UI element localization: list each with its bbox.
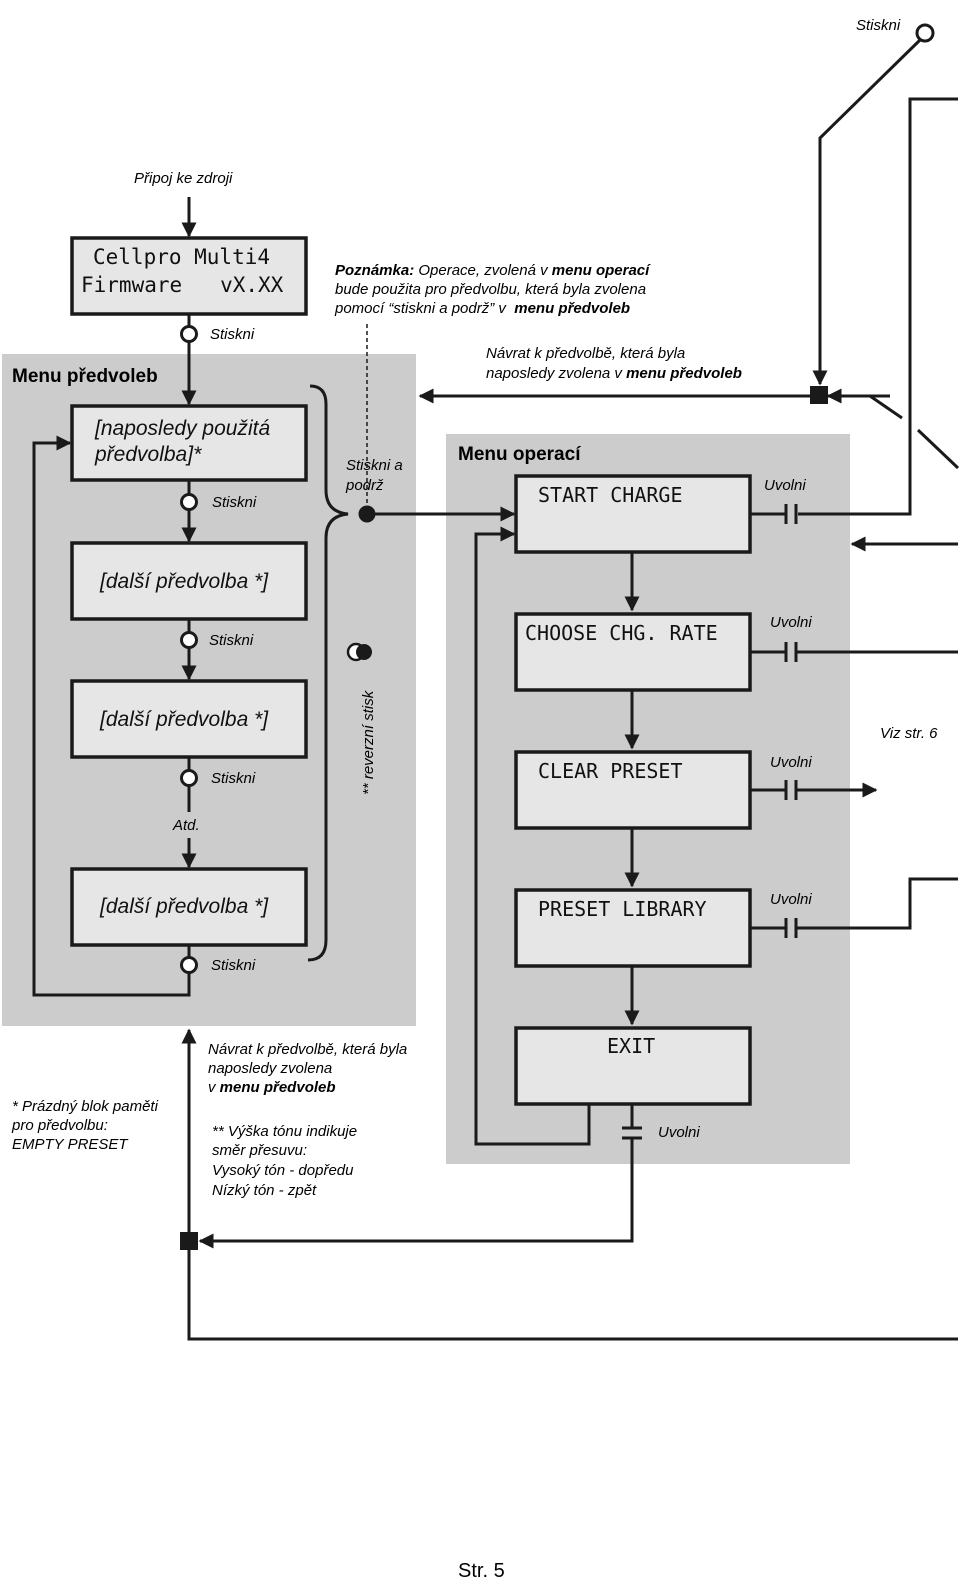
return-bottom-text: Návrat k předvolbě, která byla [208, 1041, 407, 1058]
reverse-press-label: ** reverzní stisk [360, 689, 377, 795]
junction-square [180, 1232, 198, 1250]
last-used-preset-box: [naposledy použitá předvolba]* [70, 404, 308, 482]
release-label: Uvolni [770, 754, 812, 771]
press-button-icon [180, 631, 198, 649]
footnote-tone: směr přesuvu: [212, 1142, 307, 1159]
op-start-charge-text: START CHARGE [538, 483, 683, 507]
press-label: Stiskni [212, 494, 257, 511]
press-button-icon [180, 493, 198, 511]
next-preset-box: [další předvolba *] [70, 867, 308, 947]
next-preset-text: [další předvolba *] [99, 570, 269, 593]
next-preset-box: [další předvolba *] [70, 679, 308, 759]
press-button-icon [180, 325, 198, 343]
release-label: Uvolni [658, 1124, 700, 1141]
press-label: Stiskni [209, 632, 254, 649]
startup-lcd-line2: Firmware vX.XX [81, 273, 284, 297]
press-hold-label: Stiskni a [346, 457, 403, 474]
next-preset-text: [další předvolba *] [99, 895, 269, 918]
note-text: pomocí “stiskni a podrž” v menu předvole… [334, 300, 630, 317]
op-start-charge: START CHARGE [514, 474, 752, 554]
op-choose-chg-rate: CHOOSE CHG. RATE [514, 612, 752, 692]
press-label: Stiskni [210, 326, 255, 343]
press-hold-label: podrž [345, 477, 384, 494]
press-label: Stiskni [211, 770, 256, 787]
press-hold-icon [358, 505, 376, 523]
ops-menu-title: Menu operací [458, 444, 581, 465]
release-label: Uvolni [770, 614, 812, 631]
startup-lcd: Cellpro Multi4 Firmware vX.XX [70, 236, 308, 316]
release-label: Uvolni [764, 477, 806, 494]
op-exit: EXIT [514, 1026, 752, 1106]
see-page-label: Viz str. 6 [880, 725, 938, 742]
op-exit-text: EXIT [607, 1034, 655, 1058]
preset-menu-title: Menu předvoleb [12, 366, 158, 387]
press-label: Stiskni [211, 957, 256, 974]
press-button-icon [915, 23, 935, 43]
op-clear-preset: CLEAR PRESET [514, 750, 752, 830]
power-label: Připoj ke zdroji [134, 170, 233, 187]
return-bottom-text: naposledy zvolena [208, 1060, 332, 1077]
op-preset-library: PRESET LIBRARY [514, 888, 752, 968]
footnote-empty: * Prázdný blok paměti [12, 1098, 159, 1115]
footnote-tone: Vysoký tón - dopředu [212, 1162, 354, 1179]
release-label: Uvolni [770, 891, 812, 908]
last-used-line1: [naposledy použitá [94, 417, 270, 440]
note-text: Poznámka: Operace, zvolená v menu operac… [335, 262, 651, 279]
etc-label: Atd. [172, 817, 200, 834]
op-preset-library-text: PRESET LIBRARY [538, 897, 707, 921]
page-number: Str. 5 [458, 1560, 505, 1582]
footnote-tone: Nízký tón - zpět [212, 1182, 317, 1199]
junction-square [810, 386, 828, 404]
next-preset-box: [další předvolba *] [70, 541, 308, 621]
return-bottom-text: v menu předvoleb [208, 1079, 336, 1096]
op-clear-preset-text: CLEAR PRESET [538, 759, 683, 783]
press-top-label: Stiskni [856, 17, 901, 34]
footnote-tone: ** Výška tónu indikuje [212, 1123, 357, 1140]
reverse-press-icon [346, 642, 372, 662]
startup-lcd-line1: Cellpro Multi4 [93, 245, 270, 269]
footnote-empty: EMPTY PRESET [12, 1136, 129, 1153]
next-preset-text: [další předvolba *] [99, 708, 269, 731]
return-top-text: naposledy zvolena v menu předvoleb [486, 365, 742, 382]
press-button-icon [180, 769, 198, 787]
footnote-empty: pro předvolbu: [11, 1117, 108, 1134]
press-button-icon [180, 956, 198, 974]
return-top-text: Návrat k předvolbě, která byla [486, 345, 685, 362]
last-used-line2: předvolba]* [94, 443, 202, 466]
note-text: bude použita pro předvolbu, která byla z… [335, 281, 646, 298]
op-choose-rate-text: CHOOSE CHG. RATE [525, 621, 718, 645]
